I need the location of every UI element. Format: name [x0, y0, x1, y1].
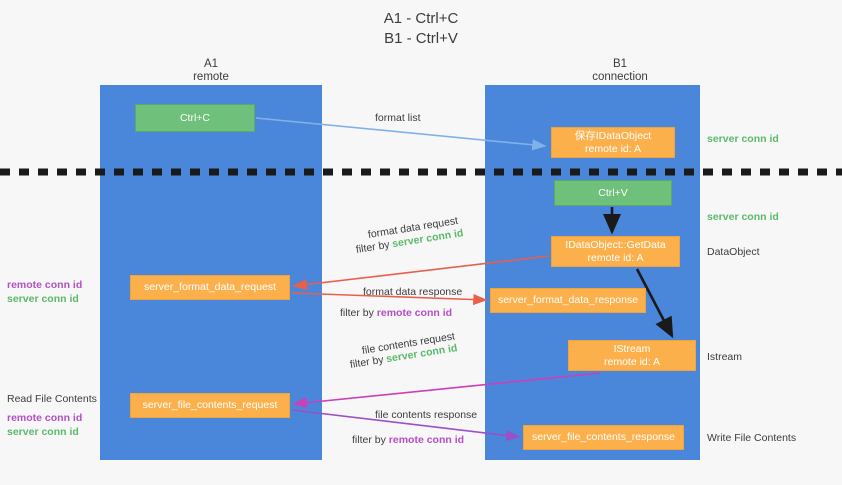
title-line-2: B1 - Ctrl+V: [384, 30, 458, 47]
box-server-format-data-request-label: server_format_data_request: [144, 281, 276, 293]
lane-header-a1: A1 remote: [131, 58, 291, 84]
box-getdata-line2: remote id: A: [587, 251, 644, 264]
box-istream-line2: remote id: A: [603, 355, 661, 368]
label-left-conn-ids-1: remote conn id server conn id: [7, 278, 82, 306]
page-title: A1 - Ctrl+C B1 - Ctrl+V: [0, 9, 842, 49]
label-right-server-conn-id-1: server conn id: [707, 133, 779, 145]
box-save-idataobject-line2: remote id: A: [584, 142, 642, 155]
label-left-server-conn-id-1: server conn id: [7, 293, 79, 305]
box-server-file-contents-response-label: server_file_contents_response: [531, 431, 675, 443]
box-server-format-data-request[interactable]: server_format_data_request: [130, 275, 290, 300]
lane-header-b1: B1 connection: [540, 58, 700, 84]
box-server-format-data-response[interactable]: server_format_data_response: [490, 288, 646, 313]
box-save-idataobject[interactable]: 保存IDataObject remote id: A: [551, 127, 675, 158]
label-right-write-file-contents: Write File Contents: [707, 432, 797, 444]
label-right-server-conn-id-2: server conn id: [707, 211, 779, 223]
lane-b1-sub: connection: [592, 71, 648, 83]
fcres-filter-prefix: filter by: [352, 434, 389, 446]
box-idataobject-getdata[interactable]: IDataObject::GetData remote id: A: [551, 236, 680, 267]
lane-a1-name: A1: [203, 58, 219, 70]
title-line-1: A1 - Ctrl+C: [383, 10, 459, 27]
box-ctrl-v[interactable]: Ctrl+V: [554, 180, 672, 206]
label-arrow-file-contents-response-filter: filter by remote conn id: [352, 433, 464, 447]
box-save-idataobject-line1: 保存IDataObject: [574, 129, 652, 142]
box-ctrl-c-label: Ctrl+C: [179, 111, 211, 124]
lane-a1-sub: remote: [193, 71, 229, 83]
label-right-dataobject: DataObject: [707, 246, 760, 258]
fcres-filter-value: remote conn id: [388, 434, 465, 446]
label-arrow-format-data-response-filter: filter by remote conn id: [340, 306, 452, 320]
label-arrow-format-data-response: format data response: [363, 286, 463, 298]
label-arrow-format-list: format list: [375, 112, 421, 124]
label-left-remote-conn-id-2: remote conn id: [7, 412, 83, 424]
box-ctrl-c[interactable]: Ctrl+C: [135, 104, 255, 132]
label-right-istream: Istream: [707, 351, 743, 363]
box-server-format-data-response-label: server_format_data_response: [497, 294, 639, 306]
label-arrow-file-contents-response: file contents response: [375, 409, 478, 421]
fcreq-filter-prefix: filter by: [349, 353, 388, 371]
fdres-filter-value: remote conn id: [376, 307, 453, 319]
fdreq-filter-prefix: filter by: [355, 238, 394, 256]
box-ctrl-v-label: Ctrl+V: [598, 186, 628, 199]
box-server-file-contents-request[interactable]: server_file_contents_request: [130, 393, 290, 418]
box-getdata-line1: IDataObject::GetData: [565, 238, 666, 251]
label-left-server-conn-id-2: server conn id: [7, 426, 79, 438]
fdres-filter-prefix: filter by: [340, 307, 377, 319]
box-istream-line1: IStream: [613, 342, 651, 355]
label-left-read-file-contents: Read File Contents: [7, 393, 97, 405]
label-left-conn-ids-2: remote conn id server conn id: [7, 411, 82, 439]
lane-b1-name: B1: [612, 58, 628, 70]
box-server-file-contents-request-label: server_file_contents_request: [142, 399, 278, 411]
box-istream[interactable]: IStream remote id: A: [568, 340, 696, 371]
label-left-remote-conn-id-1: remote conn id: [7, 279, 83, 291]
box-server-file-contents-response[interactable]: server_file_contents_response: [523, 425, 684, 450]
